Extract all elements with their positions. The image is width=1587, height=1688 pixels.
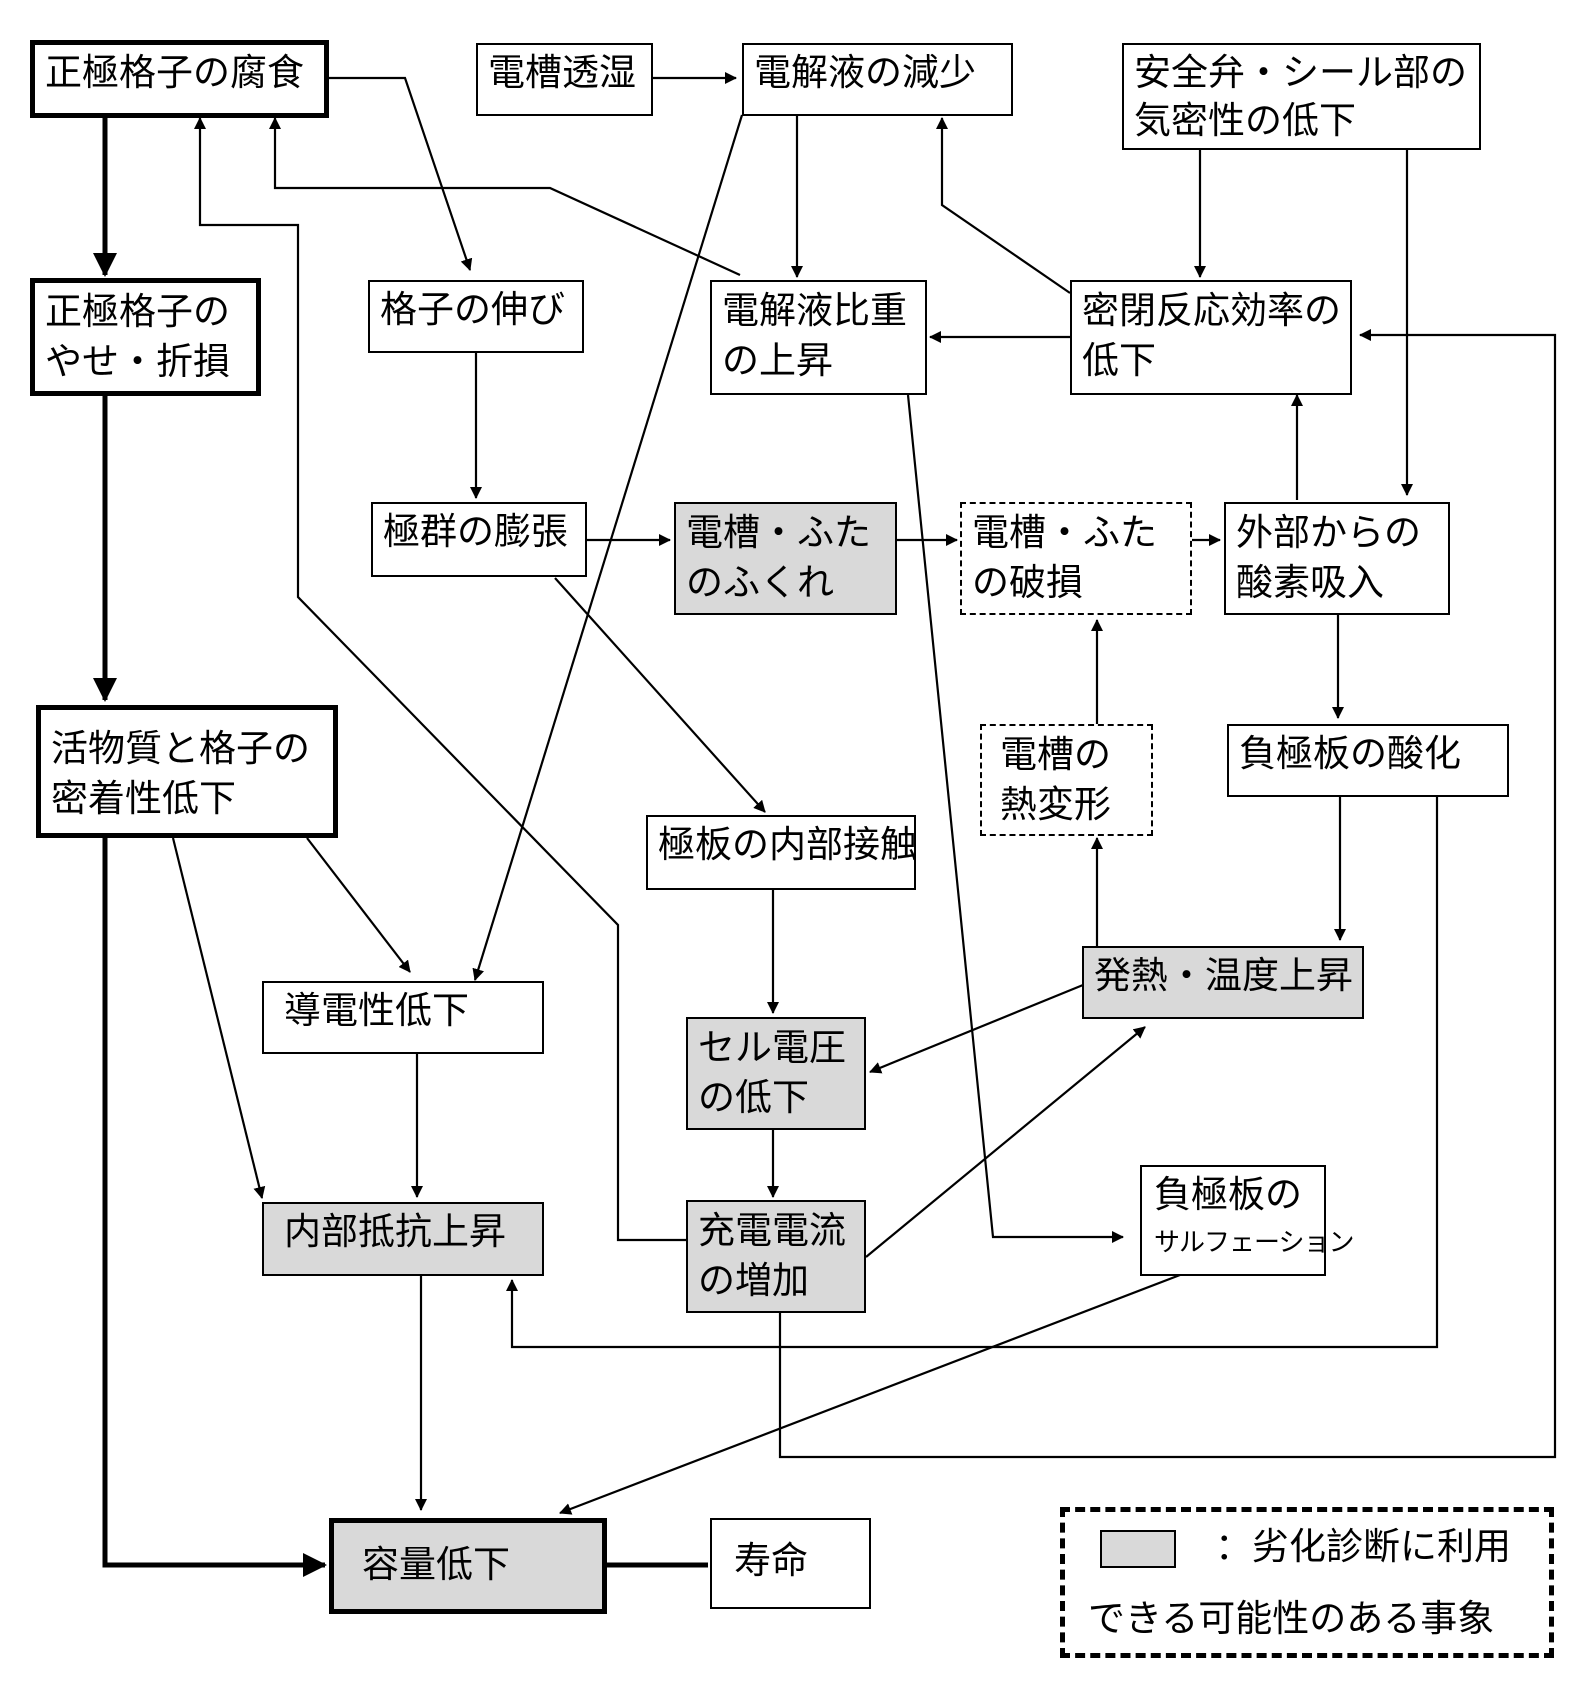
- node-negative-plate-sulfation: 負極板の サルフェーション: [1140, 1165, 1354, 1276]
- node-negative-plate-oxidation: 負極板の酸化: [1227, 724, 1509, 797]
- node-positive-grid-corrosion: 正極格子の腐食: [30, 40, 329, 118]
- arrow-sulfation-to-capacity: [559, 1273, 1181, 1515]
- arrow-gravity-to-corrosion: [269, 117, 741, 277]
- arrow-gravity-to-sulfation: [906, 394, 1124, 1243]
- node-capacity-decrease: 容量低下: [329, 1518, 607, 1614]
- legend-box: [1060, 1507, 1554, 1658]
- node-heat-temperature-rise: 発熱・温度上昇: [1082, 946, 1364, 1019]
- arrow-adhesion-to-conductivity: [306, 837, 411, 973]
- node-cell-voltage-drop: セル電圧 の低下: [686, 1017, 866, 1130]
- node-charge-current-increase: 充電電流 の増加: [686, 1200, 866, 1313]
- arrow-adhesion-to-resistance: [171, 837, 266, 1199]
- arrow-heat-to-voltage: [869, 983, 1084, 1074]
- node-life-end: 寿命: [710, 1518, 871, 1609]
- node-thermal-deformation: 電槽の 熱変形: [980, 724, 1153, 836]
- node-plate-group-expansion: 極群の膨張: [371, 502, 587, 577]
- arrow-electrolyte-to-conductivity: [472, 114, 744, 981]
- node-internal-plate-contact: 極板の内部接触: [646, 815, 917, 890]
- node-container-bulge: 電槽・ふた のふくれ: [674, 502, 897, 615]
- legend-line-2: できる可能性のある事象: [1088, 1597, 1495, 1640]
- node-external-oxygen-intake: 外部からの 酸素吸入: [1224, 502, 1450, 615]
- arrow-corrosion-to-growth: [328, 76, 473, 271]
- legend-line-1: ：劣化診断に利用: [1215, 1525, 1511, 1568]
- arrow-charge-to-heat: [865, 1026, 1146, 1258]
- node-positive-grid-thinning: 正極格子の やせ・折損: [30, 278, 261, 396]
- node-internal-resistance-rise: 内部抵抗上昇: [262, 1202, 544, 1276]
- arrow-expansion-to-contact: [554, 577, 766, 813]
- node-valve-seal-airtightness: 安全弁・シール部の 気密性の低下: [1122, 43, 1481, 150]
- arrow-sealing-to-electrolyte: [936, 117, 1071, 294]
- node-container-damage: 電槽・ふた の破損: [960, 502, 1192, 615]
- node-container-permeation: 電槽透湿: [476, 43, 653, 116]
- arrow-charge-to-corrosion: [194, 117, 690, 1242]
- arrow-oxidation-to-resistance: [506, 797, 1439, 1349]
- arrow-charge-to-sealing: [778, 329, 1557, 1459]
- node-sealing-efficiency-drop: 密閉反応効率の 低下: [1070, 280, 1352, 395]
- node-specific-gravity-rise: 電解液比重 の上昇: [710, 280, 927, 395]
- node-active-material-adhesion: 活物質と格子の 密着性低下: [36, 705, 338, 838]
- node-grid-growth: 格子の伸び: [368, 280, 584, 353]
- arrow-adhesion-to-capacity: [102, 833, 327, 1577]
- legend-gray-swatch: [1100, 1530, 1176, 1568]
- node-conductivity-drop: 導電性低下: [262, 981, 544, 1054]
- node-electrolyte-decrease: 電解液の減少: [742, 43, 1013, 116]
